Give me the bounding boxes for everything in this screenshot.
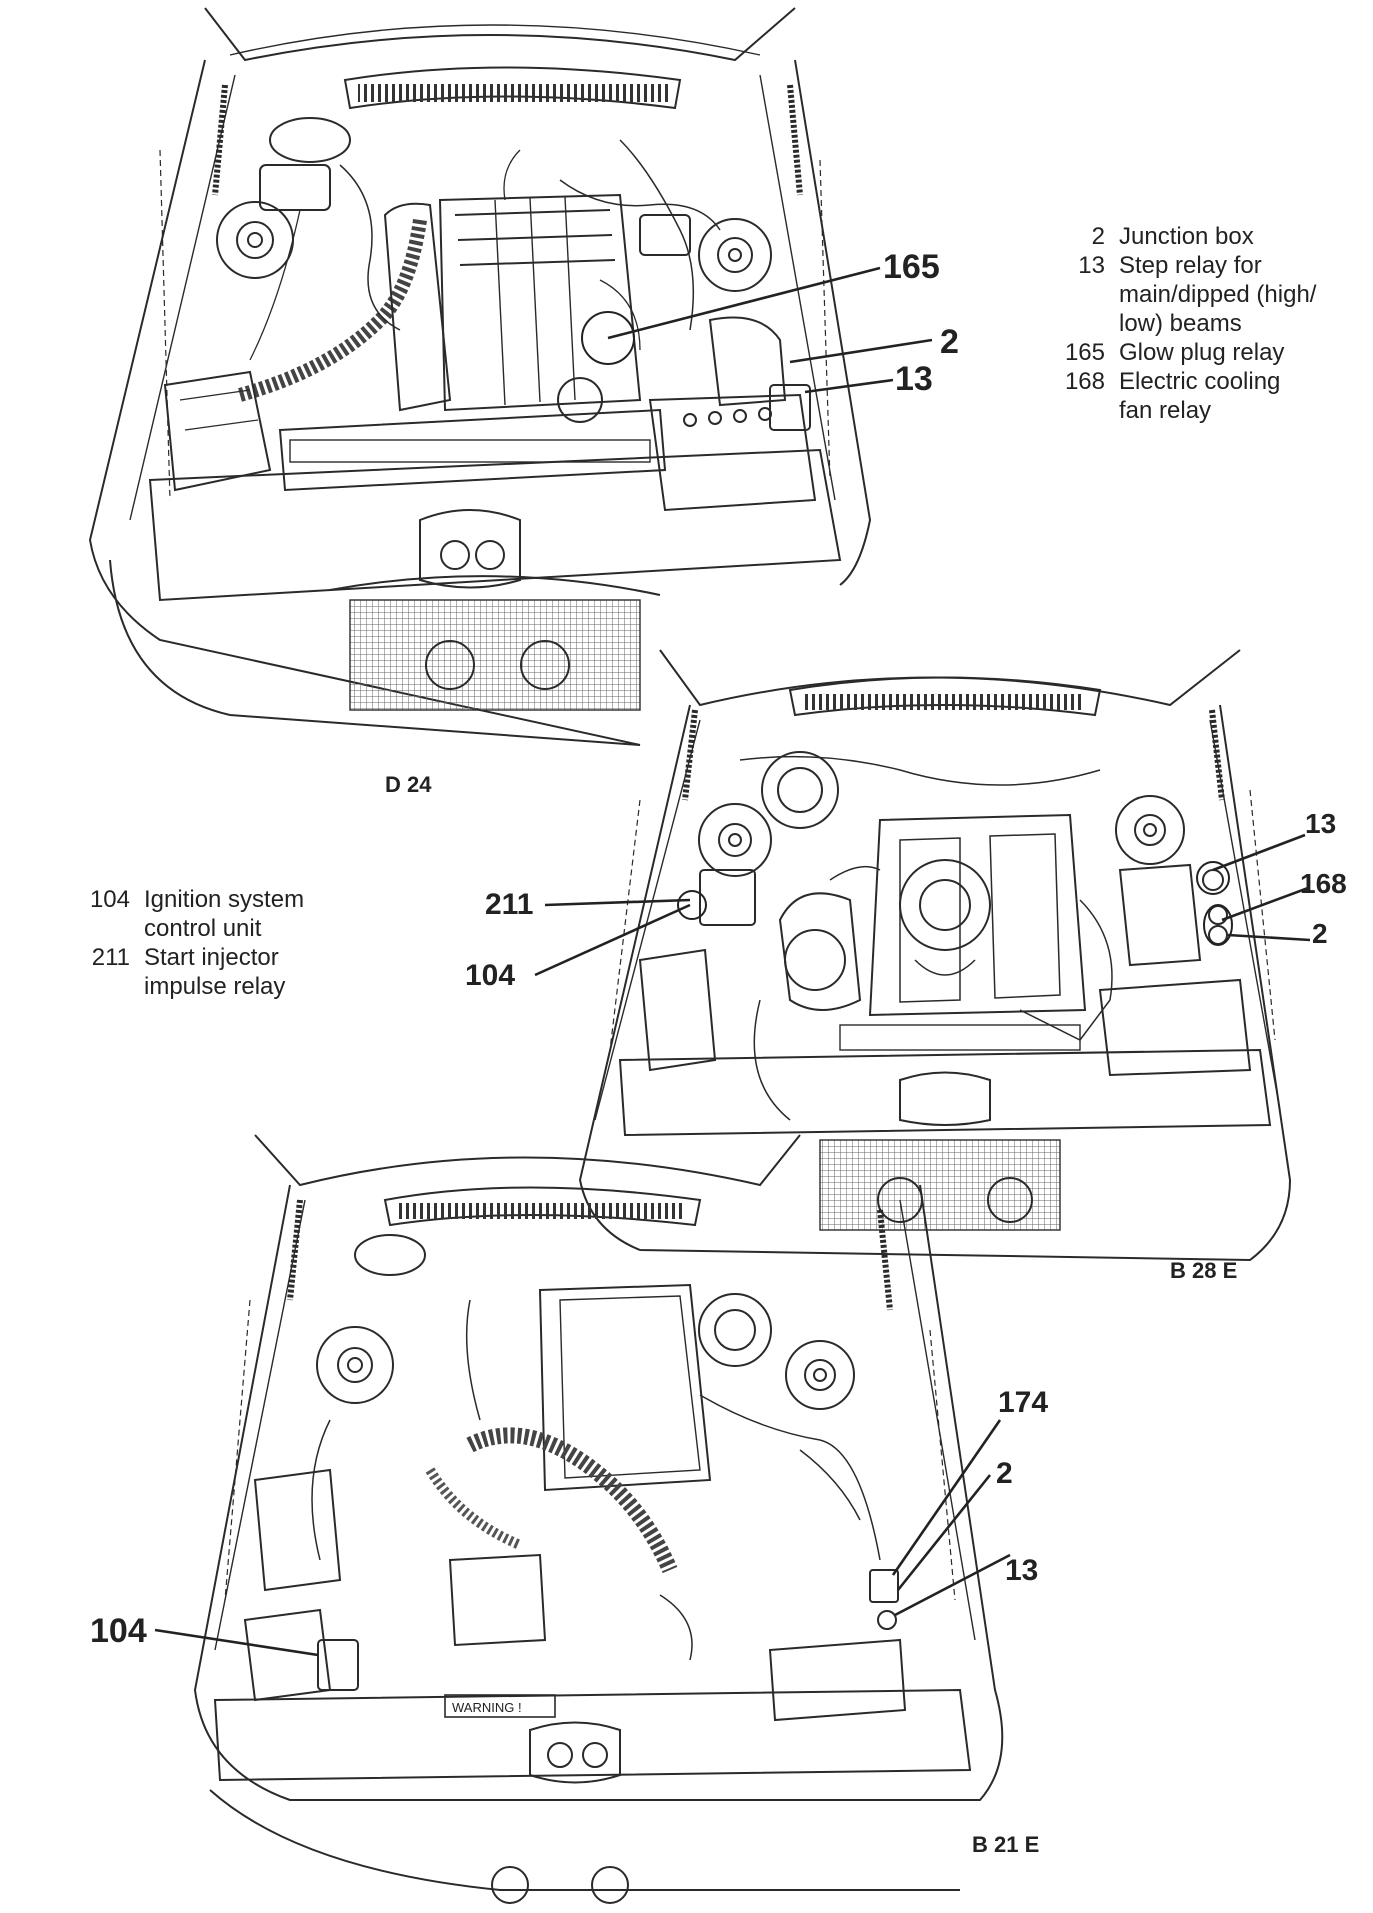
legend-item: 2 Junction box [1045,222,1349,251]
legend-text: Step relay for main/dipped (high/ low) b… [1119,252,1317,337]
legend-text: Junction box [1119,223,1254,250]
b21e-callout-labels: 104 174 2 13 [90,1386,1048,1650]
d24-caption: D 24 [385,772,432,797]
legend-number: 165 [1064,339,1105,366]
legend-top: 2 Junction box 13 Step relay for main/di… [1045,222,1349,425]
legend-number: 211 [91,944,130,971]
b28e-engine-bay-illustration [578,649,1292,1262]
b21e-callout-174: 174 [998,1386,1048,1419]
legend-item: 211 Start injector impulse relay [70,943,344,1001]
b21e-callout-13: 13 [1005,1554,1038,1587]
b28e-caption: B 28 E [1170,1258,1237,1283]
d24-callout-165: 165 [883,248,940,286]
legend-item: 165 Glow plug relay [1045,338,1349,367]
d24-engine-bay-illustration [88,7,872,746]
b28e-callout-104: 104 [465,959,515,992]
d24-callout-13: 13 [895,360,933,398]
legend-number: 104 [89,886,130,913]
b28e-callout-leaders [534,833,1311,977]
legend-item: 13 Step relay for main/dipped (high/ low… [1045,251,1349,338]
d24-callout-leaders [581,266,933,394]
legend-mid: 104 Ignition system control unit 211 Sta… [70,885,344,1001]
b21e-callout-104: 104 [90,1612,147,1650]
b21e-callout-leaders [154,1419,1011,1657]
legend-number: 13 [1078,252,1105,279]
b21e-callout-2: 2 [996,1457,1013,1490]
b28e-callout-168: 168 [1300,868,1347,899]
b21e-warning-plate: WARNING ! [452,1700,522,1715]
b28e-callout-13: 13 [1305,808,1336,839]
b28e-callout-2: 2 [1312,918,1328,949]
legend-number: 168 [1064,368,1105,395]
legend-text: Electric cooling fan relay [1119,368,1281,424]
legend-number: 2 [1091,223,1105,250]
legend-text: Start injector impulse relay [144,944,286,1000]
legend-text: Ignition system control unit [144,886,305,942]
b21e-caption: B 21 E [972,1832,1039,1857]
legend-item: 168 Electric cooling fan relay [1045,367,1349,425]
d24-callout-labels: 165 2 13 [883,248,959,398]
b28e-callout-211: 211 [485,888,533,921]
legend-item: 104 Ignition system control unit [70,885,344,943]
d24-callout-2: 2 [940,323,959,361]
b21e-engine-bay-illustration [193,1134,1004,1904]
b28e-callout-labels: 211 104 13 168 2 [465,808,1347,992]
legend-text: Glow plug relay [1119,339,1285,366]
